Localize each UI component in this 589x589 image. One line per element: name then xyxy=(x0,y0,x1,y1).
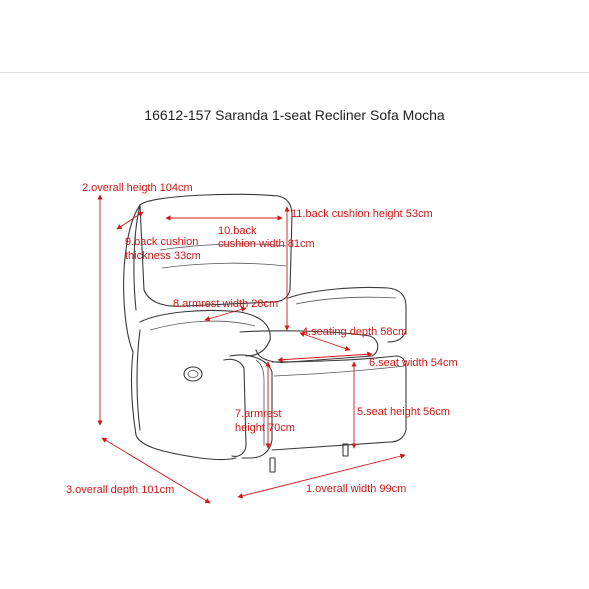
seating-depth-label: 4.seating depth 58cm xyxy=(302,326,407,338)
seating-depth-line xyxy=(299,331,351,352)
page-title: 16612-157 Saranda 1-seat Recliner Sofa M… xyxy=(144,107,445,123)
seat-width-line xyxy=(277,351,373,363)
dimension-labels: 2.overall heigth 104cm 11.back cushion h… xyxy=(66,182,458,496)
overall-depth-line xyxy=(101,437,211,504)
seat-height-label: 5.seat height 56cm xyxy=(357,406,450,418)
top-divider xyxy=(0,72,589,73)
back-cushion-thickness-line xyxy=(116,211,144,230)
armrest-width-line xyxy=(204,306,247,322)
armrest-width-label: 8.armrest width 28cm xyxy=(173,298,278,310)
overall-width-line xyxy=(237,453,406,499)
armrest-height-label: 7.armrest height 70cm xyxy=(235,408,295,434)
back-cushion-width-label: 10.back cushion width 81cm xyxy=(218,225,315,250)
dimension-lines xyxy=(97,194,406,504)
overall-depth-label: 3.overall depth 101cm xyxy=(66,484,174,496)
back-cushion-height-label: 11.back cushion height 53cm xyxy=(291,208,433,220)
overall-height-label: 2.overall heigth 104cm xyxy=(82,182,193,194)
seat-width-label: 6.seat width 54cm xyxy=(369,357,458,369)
overall-width-label: 1.overall width 99cm xyxy=(306,483,406,495)
back-cushion-thickness-label: 9.back cushion thickness 33cm xyxy=(125,236,201,262)
